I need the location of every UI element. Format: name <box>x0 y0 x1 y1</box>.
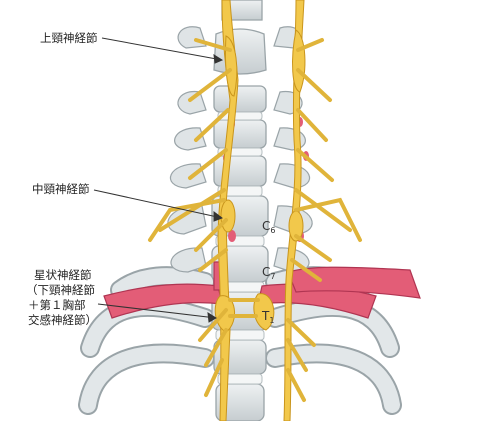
middle-cervical-ganglion-label: 中頸神経節 <box>32 182 90 196</box>
nerve-branches <box>148 38 362 402</box>
stellate-label-line2: （下頸神経節 <box>26 283 95 297</box>
stellate-label-line3: ＋第１胸部 <box>28 298 86 312</box>
leader-lines <box>93 37 224 323</box>
stellate-label-line1: 星状神経節 <box>34 268 92 282</box>
c7-label: C7 <box>262 265 275 281</box>
superior-cervical-ganglion-label: 上頸神経節 <box>40 31 98 45</box>
subclavian-arteries <box>103 261 421 319</box>
stellate-label-line4: 交感神経節） <box>28 313 97 327</box>
t1-label: T1 <box>261 309 274 325</box>
c6-label: C6 <box>262 219 275 235</box>
stellate-ganglion-label: 星状神経節 （下頸神経節 ＋第１胸部 交感神経節） <box>26 268 103 328</box>
